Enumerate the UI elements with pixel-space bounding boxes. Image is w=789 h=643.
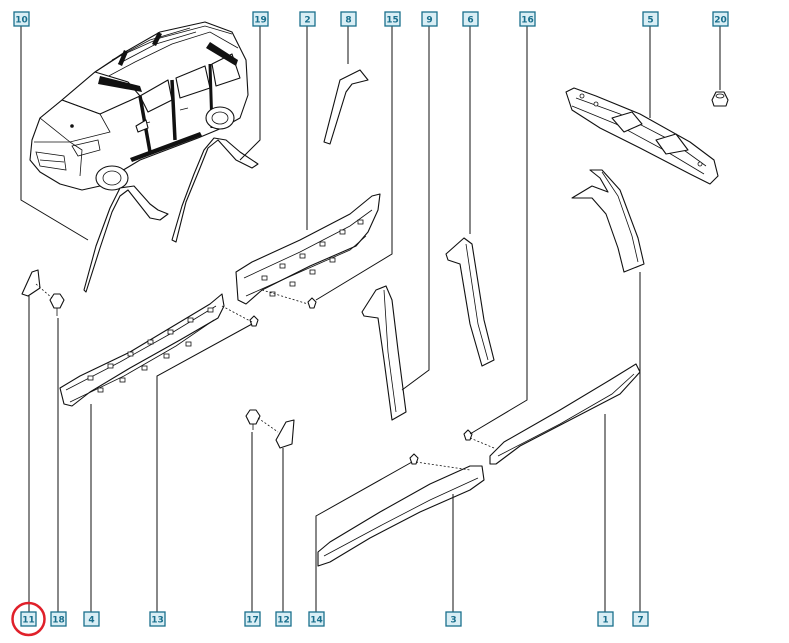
callout-6[interactable]: 6	[462, 11, 479, 27]
callout-8-label: 8	[345, 16, 351, 26]
screw-15	[307, 297, 317, 309]
callout-9-label: 9	[426, 16, 432, 26]
callout-7-label: 7	[637, 616, 643, 626]
callout-14[interactable]: 14	[308, 611, 325, 627]
callout-10-label: 10	[15, 16, 28, 26]
callout-11-label: 11	[22, 616, 35, 626]
callout-6-label: 6	[467, 16, 473, 26]
part-5-tailgate-trim	[565, 87, 719, 185]
callout-20-label: 20	[714, 16, 727, 26]
part-7	[571, 169, 645, 273]
callout-10[interactable]: 10	[13, 11, 30, 27]
pillar-trim-a	[83, 185, 169, 293]
part-3-sill-moulding	[317, 465, 485, 567]
callout-3-label: 3	[450, 616, 456, 626]
callout-14-label: 14	[310, 616, 323, 626]
part-1-rear-moulding	[489, 363, 641, 465]
callout-1-label: 1	[602, 616, 608, 626]
part-18-clip	[49, 293, 65, 316]
leader-lines	[20, 26, 721, 618]
callout-4[interactable]: 4	[83, 611, 100, 627]
part-6	[445, 237, 495, 367]
screw-13	[249, 315, 259, 327]
callout-19-label: 19	[254, 16, 267, 26]
part-20-clip	[711, 91, 729, 107]
part-9	[361, 285, 407, 421]
part-17-clip	[245, 409, 261, 430]
part-8	[323, 69, 369, 145]
pillar-trim-b	[171, 137, 259, 243]
callout-15[interactable]: 15	[384, 11, 401, 27]
callout-20[interactable]: 20	[712, 11, 729, 27]
highlight-circle	[11, 601, 46, 637]
callout-17[interactable]: 17	[244, 611, 261, 627]
part-11-trim	[21, 269, 41, 297]
callout-12-label: 12	[277, 616, 290, 626]
callout-11[interactable]: 11	[20, 611, 37, 627]
callout-7[interactable]: 7	[632, 611, 649, 627]
part-12-trim	[275, 419, 295, 449]
callout-9[interactable]: 9	[421, 11, 438, 27]
callout-15-label: 15	[386, 16, 399, 26]
callout-8[interactable]: 8	[340, 11, 357, 27]
screw-16	[463, 429, 473, 441]
callout-3[interactable]: 3	[445, 611, 462, 627]
vehicle-illustration	[29, 21, 249, 191]
part-4-door-moulding	[59, 293, 225, 407]
callout-5[interactable]: 5	[642, 11, 659, 27]
part-2-upper-moulding	[235, 193, 381, 305]
callout-5-label: 5	[647, 16, 653, 26]
callout-2[interactable]: 2	[299, 11, 316, 27]
callout-16[interactable]: 16	[519, 11, 536, 27]
callout-4-label: 4	[88, 616, 94, 626]
callout-17-label: 17	[246, 616, 259, 626]
callout-16-label: 16	[521, 16, 534, 26]
callout-18[interactable]: 18	[50, 611, 67, 627]
callout-19[interactable]: 19	[252, 11, 269, 27]
callout-13[interactable]: 13	[149, 611, 166, 627]
callout-13-label: 13	[151, 616, 164, 626]
callout-2-label: 2	[304, 16, 310, 26]
callout-1[interactable]: 1	[597, 611, 614, 627]
callout-12[interactable]: 12	[275, 611, 292, 627]
callout-18-label: 18	[52, 616, 65, 626]
screw-14	[409, 453, 419, 465]
